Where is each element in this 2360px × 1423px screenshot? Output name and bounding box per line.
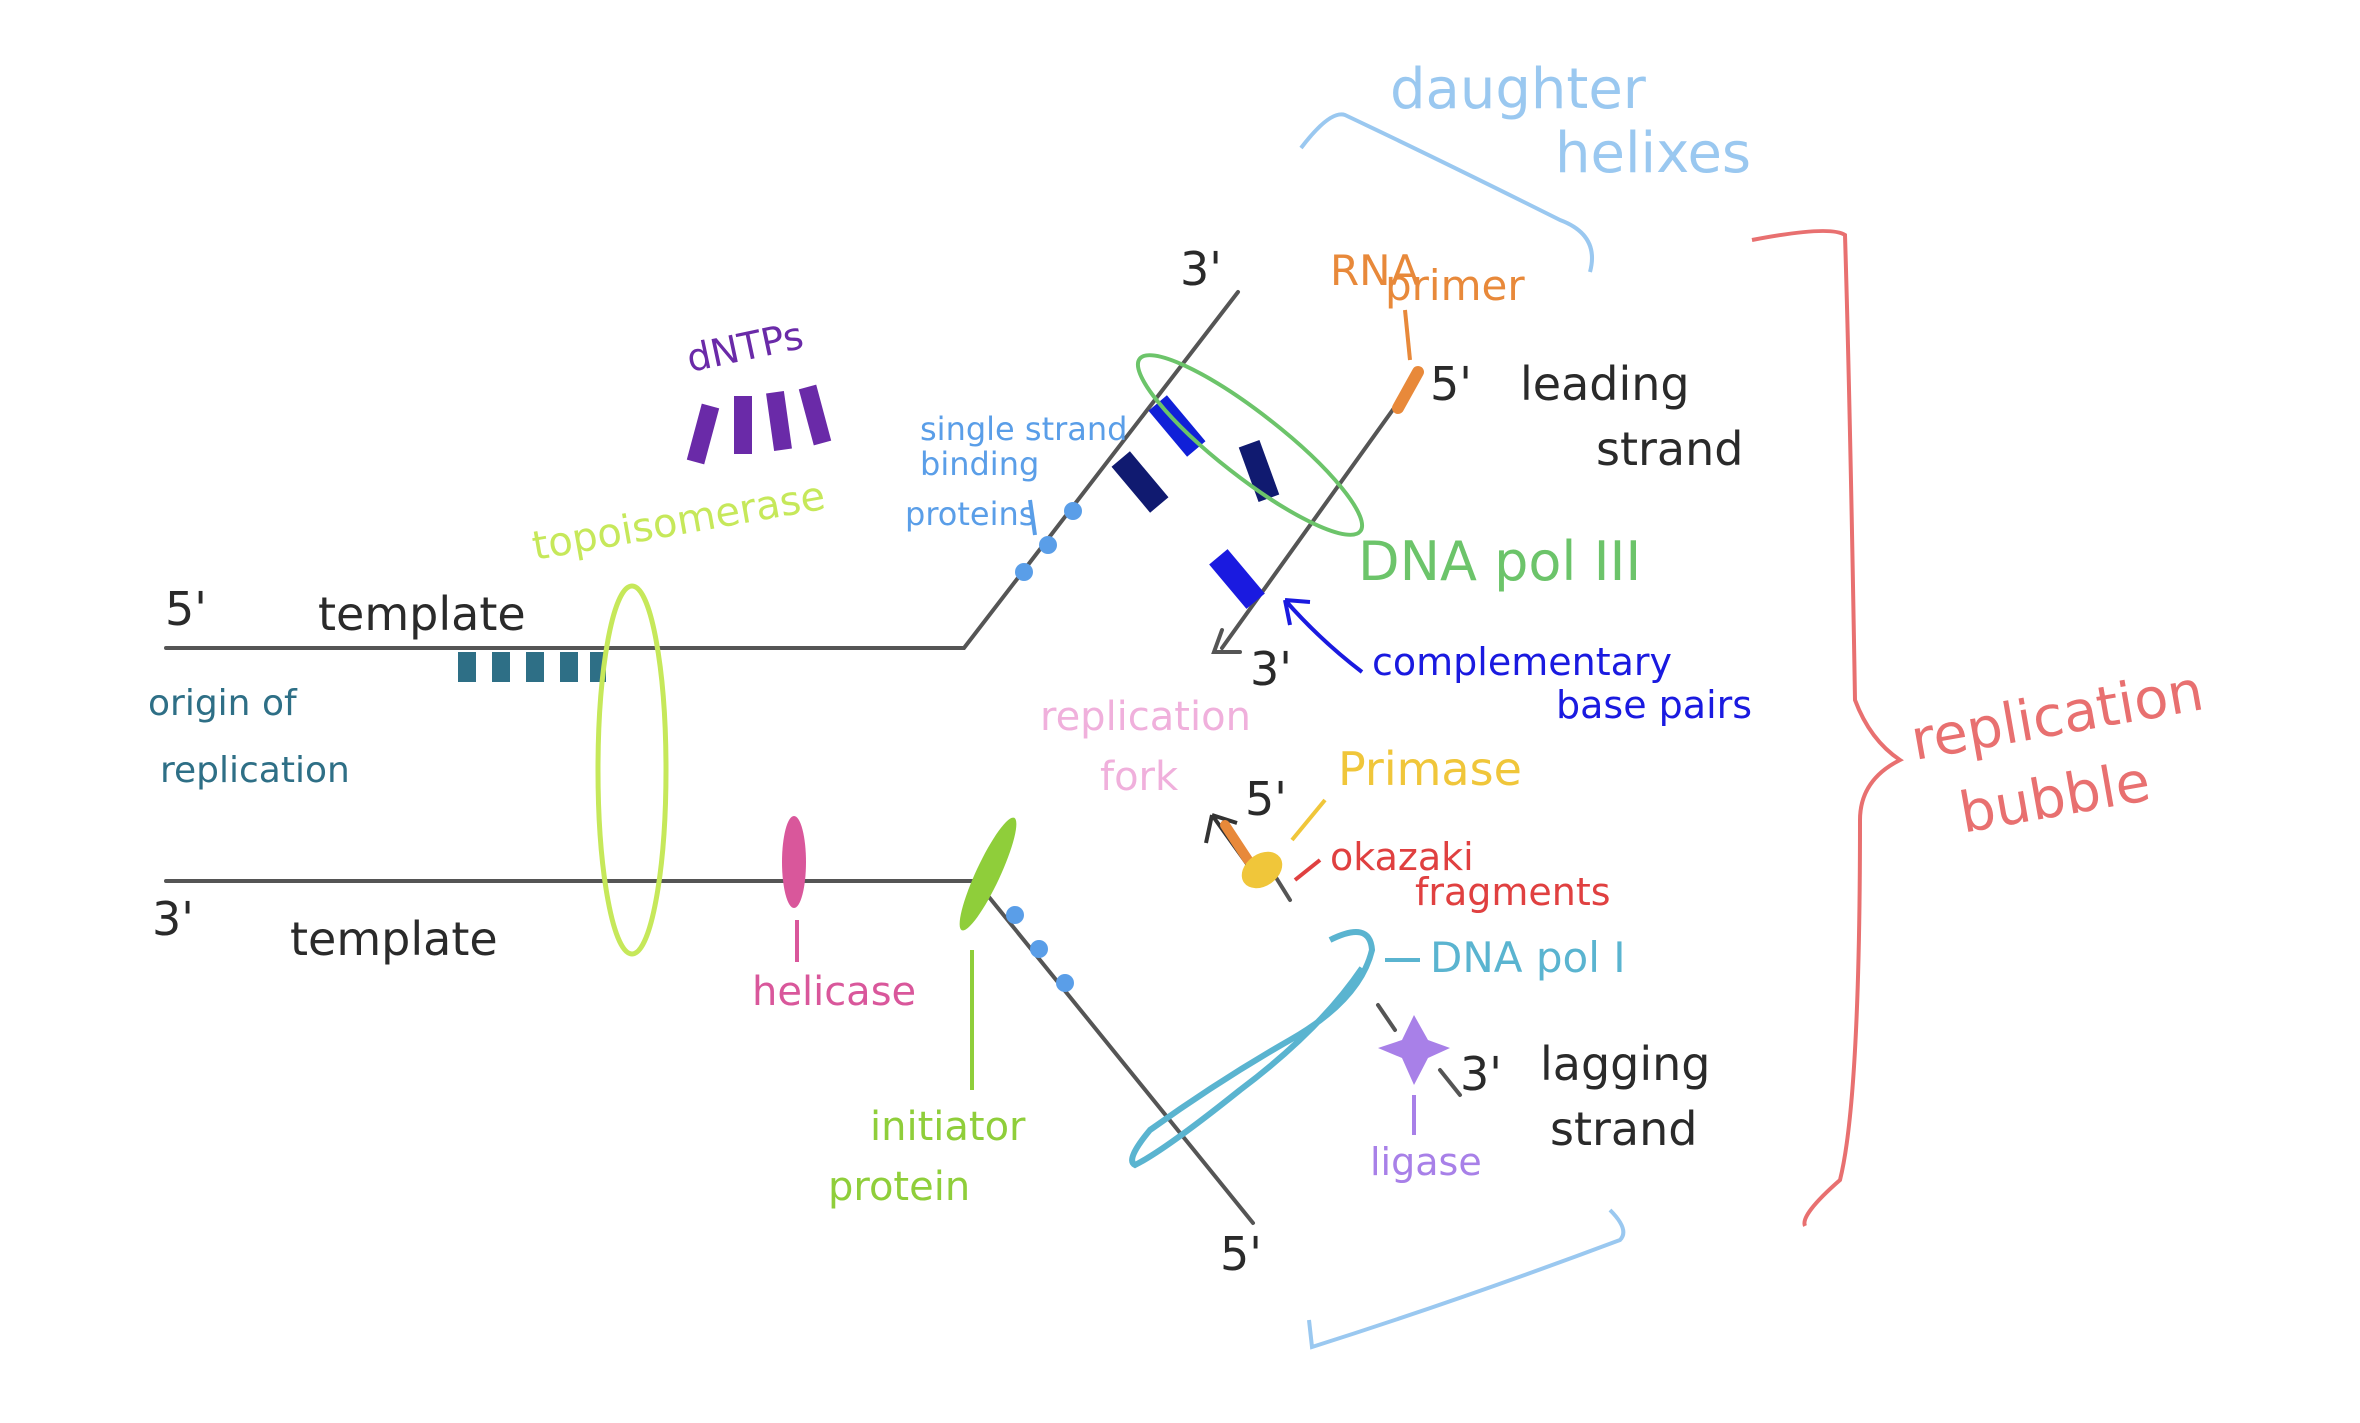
upper-3prime-label: 3' (1180, 242, 1222, 296)
primase-label: Primase (1338, 742, 1522, 796)
top-5prime-label: 5' (165, 582, 207, 636)
primase-arrow (1290, 798, 1327, 842)
rna-primer-label: RNAprimer (1330, 246, 1525, 310)
lagging-segment-1 (1376, 1003, 1397, 1032)
complementary-arrow (1283, 598, 1364, 674)
base-pair-bar (1238, 439, 1280, 503)
origin-marks (458, 652, 606, 682)
bottom-template-label: template (290, 912, 498, 966)
ssb-arrow (1028, 499, 1037, 536)
topoisomerase-label: topoisomerase (529, 473, 829, 570)
dna-pol-i-label: DNA pol I (1430, 933, 1626, 982)
lagging-3prime-label: 3' (1460, 1047, 1502, 1101)
lagging-segment-2 (1438, 1068, 1462, 1097)
base-pair-bar (1148, 395, 1206, 457)
dna-pol-i-shape (1129, 929, 1376, 1169)
leading-5prime-label: 5' (1430, 357, 1472, 411)
top-template-strand (164, 290, 1240, 650)
leading-new-strand (1220, 388, 1409, 650)
helicase-shape (782, 816, 806, 908)
dna-pol-iii-label: DNA pol III (1358, 530, 1641, 593)
dntps-label: dNTPs (683, 313, 807, 381)
rna-primer-mark (1392, 366, 1424, 414)
topoisomerase-shape (595, 583, 669, 957)
ligase-label: ligase (1370, 1140, 1482, 1184)
daughter-brace-top (1299, 112, 1594, 273)
okazaki-5prime-label: 5' (1245, 772, 1287, 826)
lower-5prime-label: 5' (1220, 1227, 1262, 1281)
top-template-label: template (318, 587, 526, 641)
leading-3prime-label: 3' (1250, 642, 1292, 696)
initiator-protein-shape (959, 817, 1017, 931)
helicase-label: helicase (752, 969, 916, 1015)
dntp-marks (686, 384, 832, 465)
ligase-shape (1378, 1015, 1450, 1085)
leading-3prime-arrow (1211, 628, 1242, 654)
daughter-brace-bottom (1307, 1208, 1626, 1350)
dna-pol-iii-shape (1135, 353, 1365, 537)
ssb-dots (1006, 502, 1082, 992)
bottom-3prime-label: 3' (152, 892, 194, 946)
base-pair-bar (1111, 451, 1169, 513)
base-pair-bar (1209, 549, 1265, 609)
replication-bubble-brace (1751, 229, 1904, 1227)
replication-bubble-label: replicationbubble (1906, 658, 2222, 852)
rna-primer-arrow (1403, 309, 1412, 361)
okazaki-pointer-arrow (1293, 858, 1322, 882)
okazaki-primer-mark (1220, 820, 1253, 865)
primase-shape (1241, 851, 1283, 889)
